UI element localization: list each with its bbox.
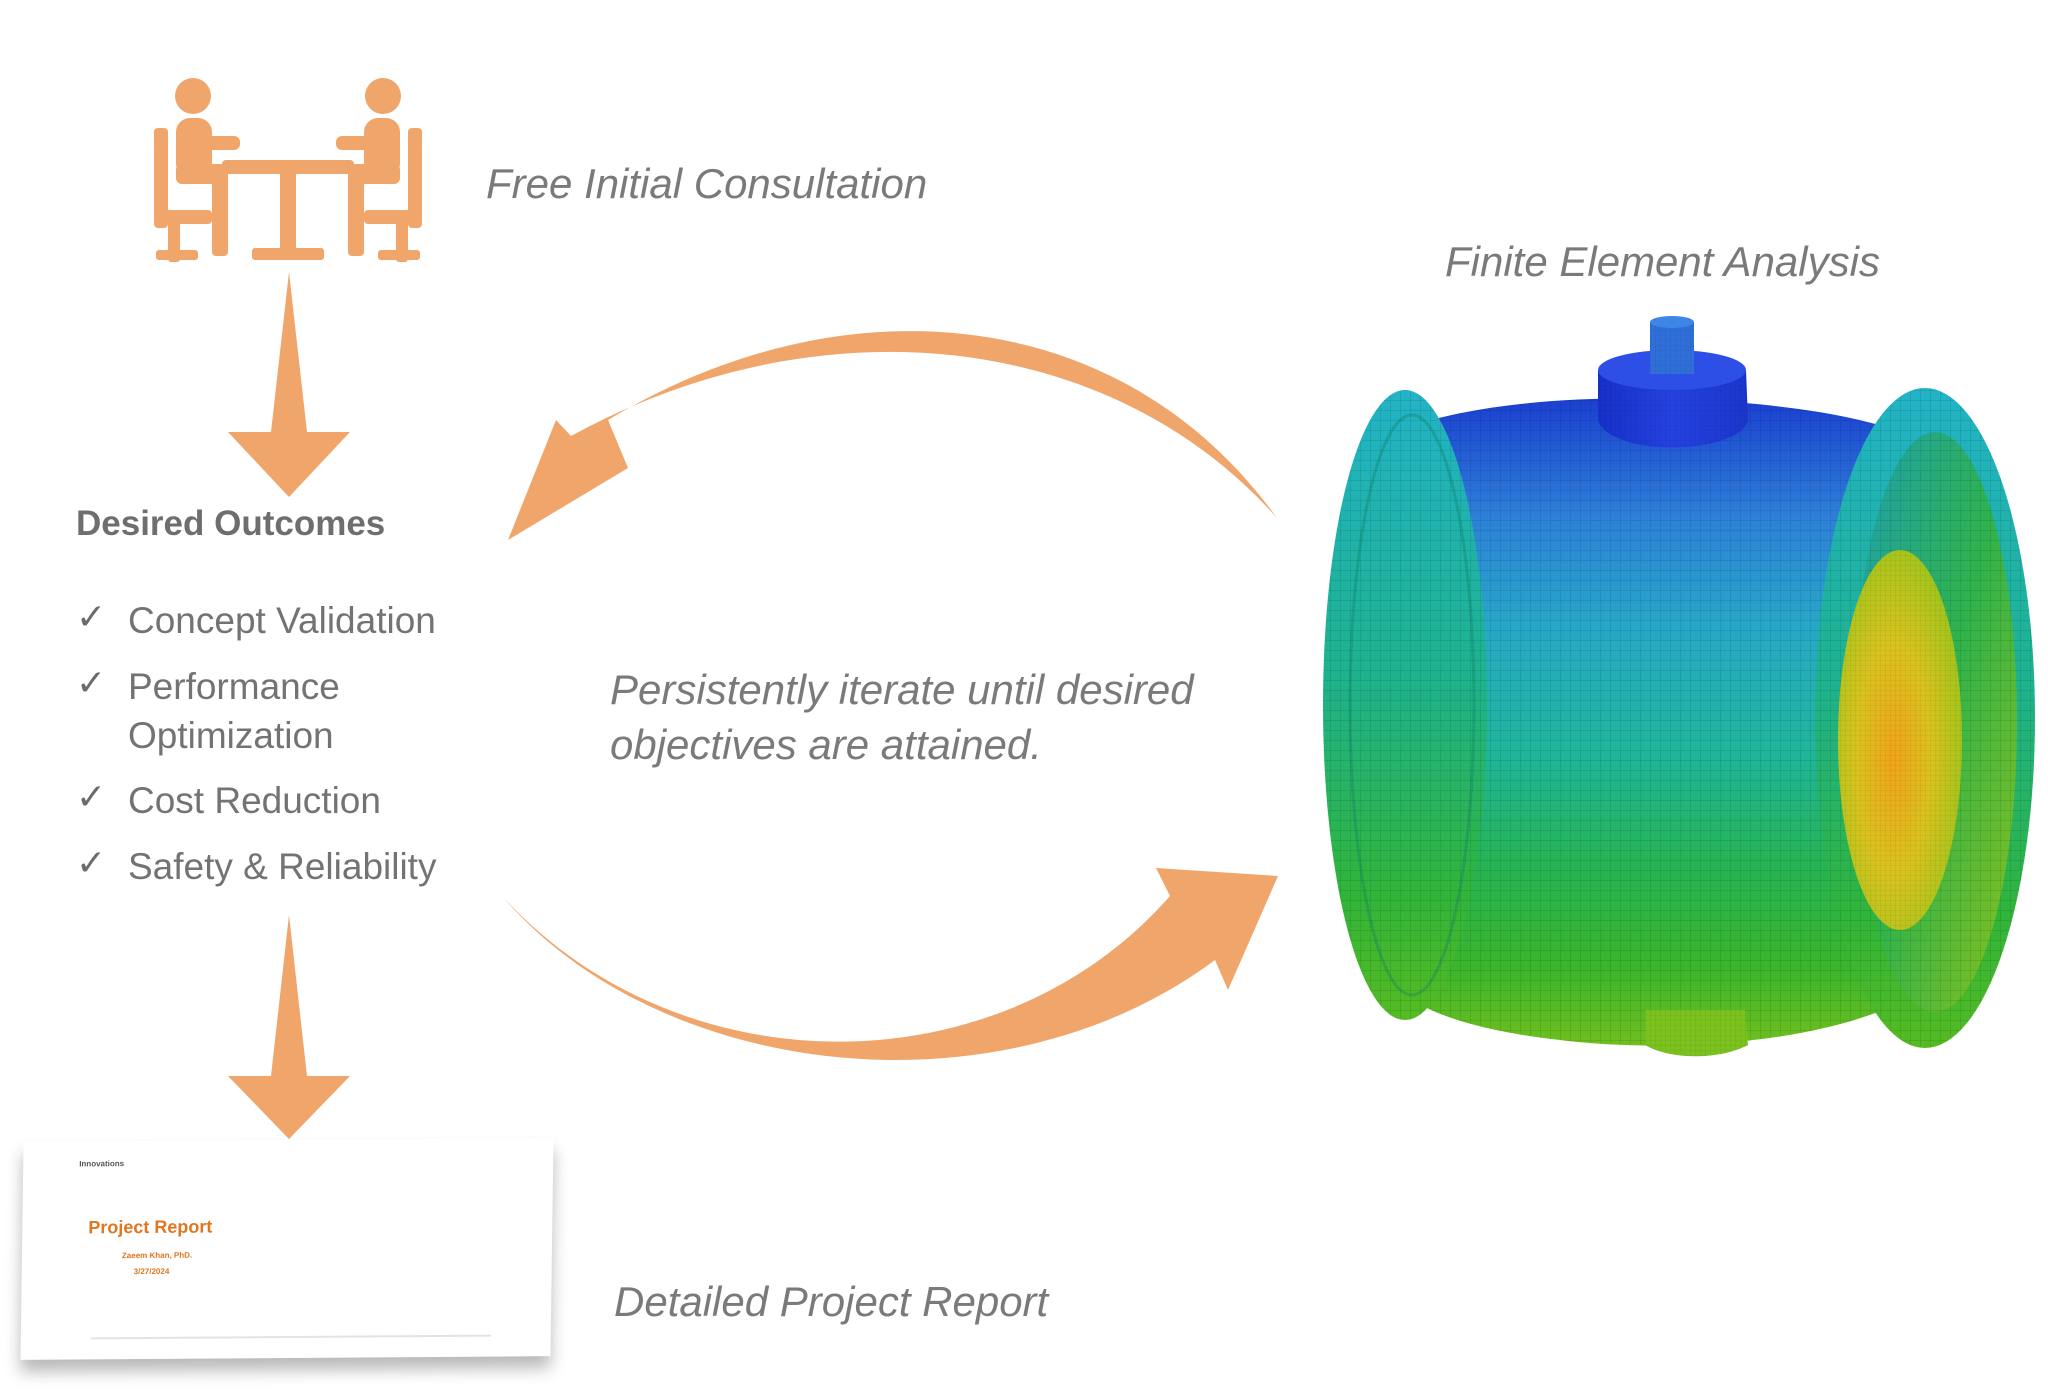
check-icon: ✓ <box>76 662 107 703</box>
project-report-thumbnail: Innovations Project Report Zaeem Khan, P… <box>20 1138 554 1360</box>
report-caption: Detailed Project Report <box>614 1278 1049 1325</box>
report-date: 3/27/2024 <box>133 1266 170 1277</box>
outcome-label-line-1: Performance <box>128 666 340 707</box>
iterate-line-1: Persistently iterate until desired <box>610 666 1194 713</box>
fea-valve-model <box>1323 316 2035 1057</box>
report-footer-rule <box>90 1334 491 1340</box>
check-icon: ✓ <box>76 842 107 883</box>
curved-arrow-right-icon <box>503 868 1278 1061</box>
outcome-label: Cost Reduction <box>128 780 381 821</box>
down-arrow-icon <box>228 915 350 1139</box>
check-icon: ✓ <box>76 776 107 817</box>
outcome-label: Concept Validation <box>128 600 436 641</box>
down-arrow-icon <box>228 272 350 497</box>
outcome-label: Performance Optimization <box>128 662 340 760</box>
iterate-text: Persistently iterate until desired objec… <box>610 662 1194 772</box>
iterate-line-2: objectives are attained. <box>610 721 1042 768</box>
curved-arrow-left-icon <box>508 331 1277 540</box>
fea-caption: Finite Element Analysis <box>1445 238 1880 285</box>
report-logo: Innovations <box>79 1159 125 1169</box>
report-title: Project Report <box>88 1216 213 1238</box>
check-icon: ✓ <box>76 596 107 637</box>
outcomes-heading: Desired Outcomes <box>76 504 386 543</box>
report-author: Zaeem Khan, PhD. <box>121 1250 193 1261</box>
outcome-label-line-2: Optimization <box>128 715 334 756</box>
consultation-caption: Free Initial Consultation <box>486 160 928 207</box>
outcome-label: Safety & Reliability <box>128 846 437 887</box>
meeting-table-icon <box>154 78 422 262</box>
